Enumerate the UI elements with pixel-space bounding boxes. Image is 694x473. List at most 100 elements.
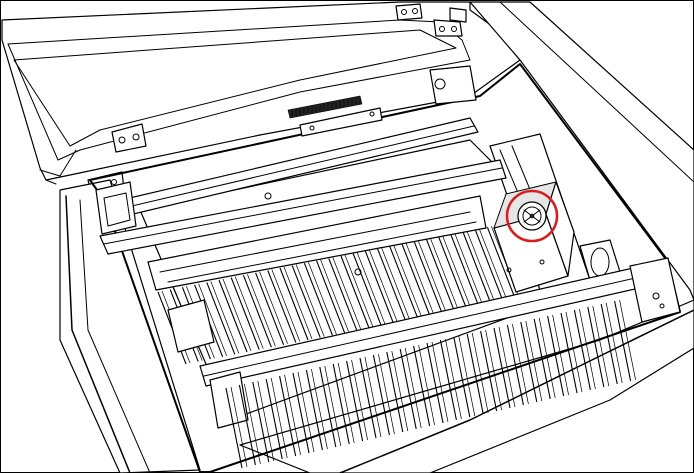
bed-slat-edge: [478, 228, 508, 301]
bed-slat-edge: [364, 356, 382, 438]
bed-slat-edge: [498, 326, 516, 408]
bed-slat-edge: [308, 262, 337, 335]
body-front-right: [239, 299, 694, 473]
machine-body: [59, 1, 694, 473]
lid-inner-frame: [7, 19, 471, 161]
bed-slat: [389, 246, 419, 319]
air-assist-fan: [517, 201, 547, 231]
bed-slat-edge: [324, 365, 342, 447]
bed-slats-front: [225, 299, 636, 469]
bed-slat-edge: [356, 252, 386, 325]
bed-slat-edge: [391, 350, 409, 432]
body-left-bevel: [65, 195, 131, 473]
bed-slat-edge: [471, 332, 489, 414]
bed-slat-edge: [393, 245, 423, 318]
bed-slat-edge: [538, 317, 556, 399]
lid-inner-recess: [13, 29, 457, 147]
bed-slat: [377, 248, 407, 321]
bed-slat: [303, 263, 333, 336]
bed-slat-edge: [230, 386, 248, 468]
bed-slat-edge: [417, 240, 447, 313]
left-rear-bracket: [95, 181, 137, 235]
bed-slat-edge: [351, 359, 368, 441]
bed-slat-edge: [442, 235, 471, 308]
bed-slat: [401, 243, 431, 317]
cable-chain: [287, 95, 363, 119]
bed-slat: [386, 351, 404, 433]
bed-slat-edge: [284, 374, 301, 456]
bed-slat: [493, 327, 511, 409]
bed-slat: [486, 227, 516, 300]
bed-slat: [328, 258, 358, 331]
laser-head-side: [545, 181, 575, 277]
lid-hinge-right: [395, 3, 467, 37]
body-left-bevel-inner: [79, 199, 151, 473]
bed-slat-edge: [619, 299, 636, 381]
bed-slat: [520, 321, 538, 403]
bed-slat: [316, 260, 346, 333]
bed-slat: [462, 231, 492, 305]
bed-slat: [292, 372, 310, 454]
bed-slat: [413, 241, 443, 314]
bed-slat-edge: [344, 254, 374, 328]
right-front-plate: [629, 257, 681, 323]
bed-slat: [573, 309, 591, 391]
bed-slat-edge: [320, 259, 349, 332]
bed-slat-edge: [259, 271, 288, 344]
bed-slat-edge: [337, 362, 355, 444]
bed-slat: [506, 324, 524, 406]
bed-slat-edge: [247, 274, 276, 347]
bed-slat: [279, 375, 297, 457]
bed-slat-edge: [605, 302, 623, 384]
body-left-side: [59, 179, 201, 473]
bed-slat-edge: [552, 314, 569, 396]
body-right-edge: [499, 1, 694, 183]
bed-slat: [340, 255, 370, 329]
body-right-rear: [469, 1, 694, 301]
bed-slat-edge: [454, 233, 484, 306]
bed-slat-edge: [485, 329, 502, 411]
bed-slat: [547, 315, 565, 397]
rear-bracket: [299, 107, 383, 137]
bed-slat-edge: [592, 305, 610, 387]
bed-slat: [332, 363, 350, 445]
bed-slat-edge: [297, 371, 315, 453]
bed-slat: [466, 333, 484, 415]
bed-slat: [265, 378, 283, 460]
bed-slat-edge: [257, 380, 275, 462]
bed-slat: [533, 318, 551, 400]
bed-slat: [426, 342, 444, 424]
bed-slat: [364, 251, 394, 324]
bed-slat: [252, 381, 270, 463]
bed-slat: [425, 239, 455, 312]
bed-slat-edge: [210, 281, 240, 354]
bed-slat: [438, 236, 468, 309]
bed-slat-edge: [198, 283, 227, 356]
bed-slat-edge: [234, 276, 264, 349]
bed-slat: [450, 234, 480, 307]
bed-slat: [230, 277, 260, 350]
bed-slat: [453, 336, 471, 418]
bed-slat-edge: [270, 377, 288, 459]
highlight-circle: [505, 189, 559, 243]
x-gantry-plate: [147, 195, 487, 291]
bed-slat: [218, 279, 248, 353]
bed-slat: [255, 272, 285, 345]
bed-slat: [352, 253, 382, 326]
bed-slat: [413, 345, 431, 427]
bed-slat-edge: [404, 347, 422, 429]
rear-right-block: [429, 65, 477, 105]
bed-slat: [614, 300, 632, 382]
bed-slat-edge: [311, 368, 328, 450]
bed-slat-edge: [244, 383, 261, 465]
bed-slat-edge: [418, 344, 435, 426]
bed-slat: [267, 270, 297, 343]
bed-slat-edge: [579, 308, 596, 390]
bed-slat: [206, 282, 236, 355]
bed-slat: [372, 354, 390, 436]
bed-slat-edge: [525, 320, 543, 402]
bed-slat: [242, 275, 272, 348]
bed-slat-edge: [283, 266, 313, 340]
